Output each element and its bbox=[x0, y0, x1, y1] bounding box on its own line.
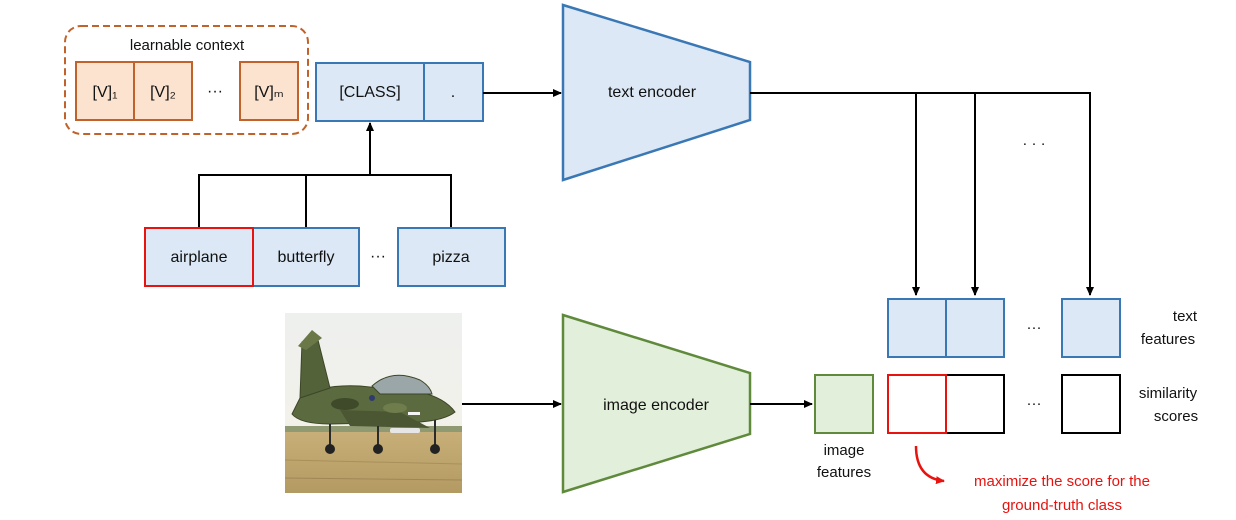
context-token-vm: [V]ₘ bbox=[254, 84, 284, 101]
text-encoder-shape bbox=[561, 3, 752, 182]
image-encoder: image encoder bbox=[561, 313, 752, 494]
class-butterfly-label: butterfly bbox=[278, 249, 335, 266]
context-token-v2-box bbox=[133, 61, 193, 121]
context-token-v1: [V]₁ bbox=[93, 84, 118, 101]
class-airplane-box bbox=[252, 227, 360, 287]
input-image bbox=[284, 313, 463, 493]
similarity-scores-row: ··· similarity scores bbox=[887, 374, 1198, 434]
annotation-line1: maximize the score for the bbox=[974, 473, 1150, 490]
similarity-scores-ellipsis: ··· bbox=[1027, 395, 1042, 412]
image-features-label-line2: features bbox=[817, 464, 871, 481]
text-encoder-output-connectors bbox=[750, 92, 1094, 296]
class-airplane-box-highlight bbox=[144, 227, 254, 287]
similarity-scores-label-line2: scores bbox=[1154, 408, 1198, 425]
class-names-connectors bbox=[198, 122, 452, 228]
similarity-score-n bbox=[1061, 374, 1121, 434]
text-feature-1 bbox=[887, 298, 947, 358]
class-pizza-box bbox=[397, 227, 506, 287]
text-feature-n bbox=[1061, 298, 1121, 358]
class-names-group: airplane butterfly ··· pizza bbox=[144, 227, 506, 287]
similarity-scores-label-line1: similarity bbox=[1139, 385, 1198, 402]
encoder-output-ellipsis: · · · bbox=[1022, 135, 1045, 152]
learnable-context-group: learnable context [V]₁ [V]₂ ··· [V]ₘ bbox=[64, 25, 309, 135]
period-token-label: . bbox=[451, 84, 455, 101]
learnable-context-outline bbox=[64, 25, 309, 135]
classes-ellipsis: ··· bbox=[370, 248, 386, 265]
learnable-context-label: learnable context bbox=[130, 37, 245, 54]
text-features-label-line2: features bbox=[1141, 331, 1195, 348]
text-encoder: text encoder bbox=[561, 3, 752, 182]
image-features-label-line1: image bbox=[824, 442, 865, 459]
context-token-vm-box bbox=[239, 61, 299, 121]
class-token-group: [CLASS] . bbox=[315, 62, 484, 122]
text-features-label-line1: text bbox=[1173, 308, 1198, 325]
context-ellipsis: ··· bbox=[207, 83, 223, 100]
class-token-label: [CLASS] bbox=[339, 84, 400, 101]
maximize-score-arrow bbox=[914, 445, 945, 485]
text-feature-2 bbox=[945, 298, 1005, 358]
similarity-score-1-highlight bbox=[887, 374, 947, 434]
context-token-v2: [V]₂ bbox=[150, 84, 176, 101]
annotation-line2: ground-truth class bbox=[1002, 497, 1122, 514]
class-pizza-label: pizza bbox=[432, 249, 469, 266]
image-features: image features bbox=[814, 374, 874, 481]
text-encoder-label: text encoder bbox=[608, 84, 697, 101]
similarity-score-2 bbox=[945, 374, 1005, 434]
image-features-box bbox=[814, 374, 874, 434]
airplane-photo-icon bbox=[291, 330, 456, 454]
text-features-ellipsis: ··· bbox=[1027, 319, 1042, 336]
image-encoder-shape bbox=[561, 313, 752, 494]
image-encoder-label: image encoder bbox=[603, 397, 710, 414]
class-airplane-label: airplane bbox=[171, 249, 228, 266]
text-features-row: ··· text features bbox=[887, 298, 1198, 358]
